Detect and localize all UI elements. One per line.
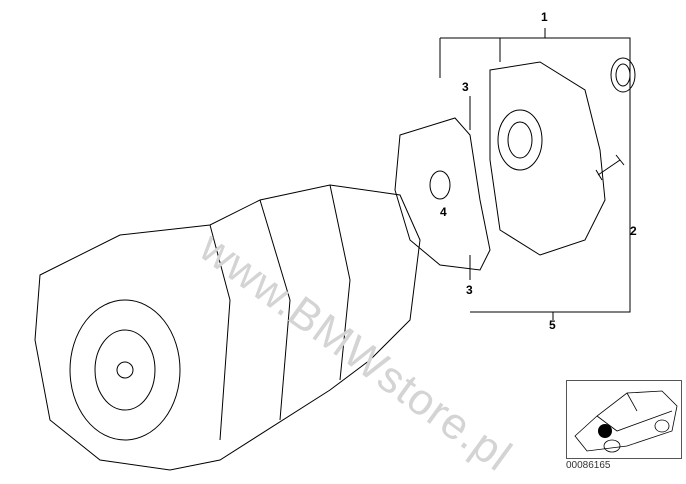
bolt-part [595,154,625,181]
seal-ring-part [429,170,451,200]
car-outline-icon [574,390,678,453]
callout-1: 1 [541,10,548,24]
callout-3-top: 3 [462,80,469,94]
callout-1-bracket [440,37,631,313]
callout-5: 5 [549,318,556,332]
diagram-code: 00086165 [566,460,611,471]
callout-4: 4 [440,205,447,219]
location-marker [598,424,612,438]
transmission-part [34,184,421,471]
callout-3-bottom: 3 [466,283,473,297]
pump-housing-part [489,61,606,256]
gasket-part [394,117,491,271]
vehicle-location-thumbnail [566,380,682,459]
callout-2: 2 [630,224,637,238]
shaft-seal-part [610,57,636,93]
